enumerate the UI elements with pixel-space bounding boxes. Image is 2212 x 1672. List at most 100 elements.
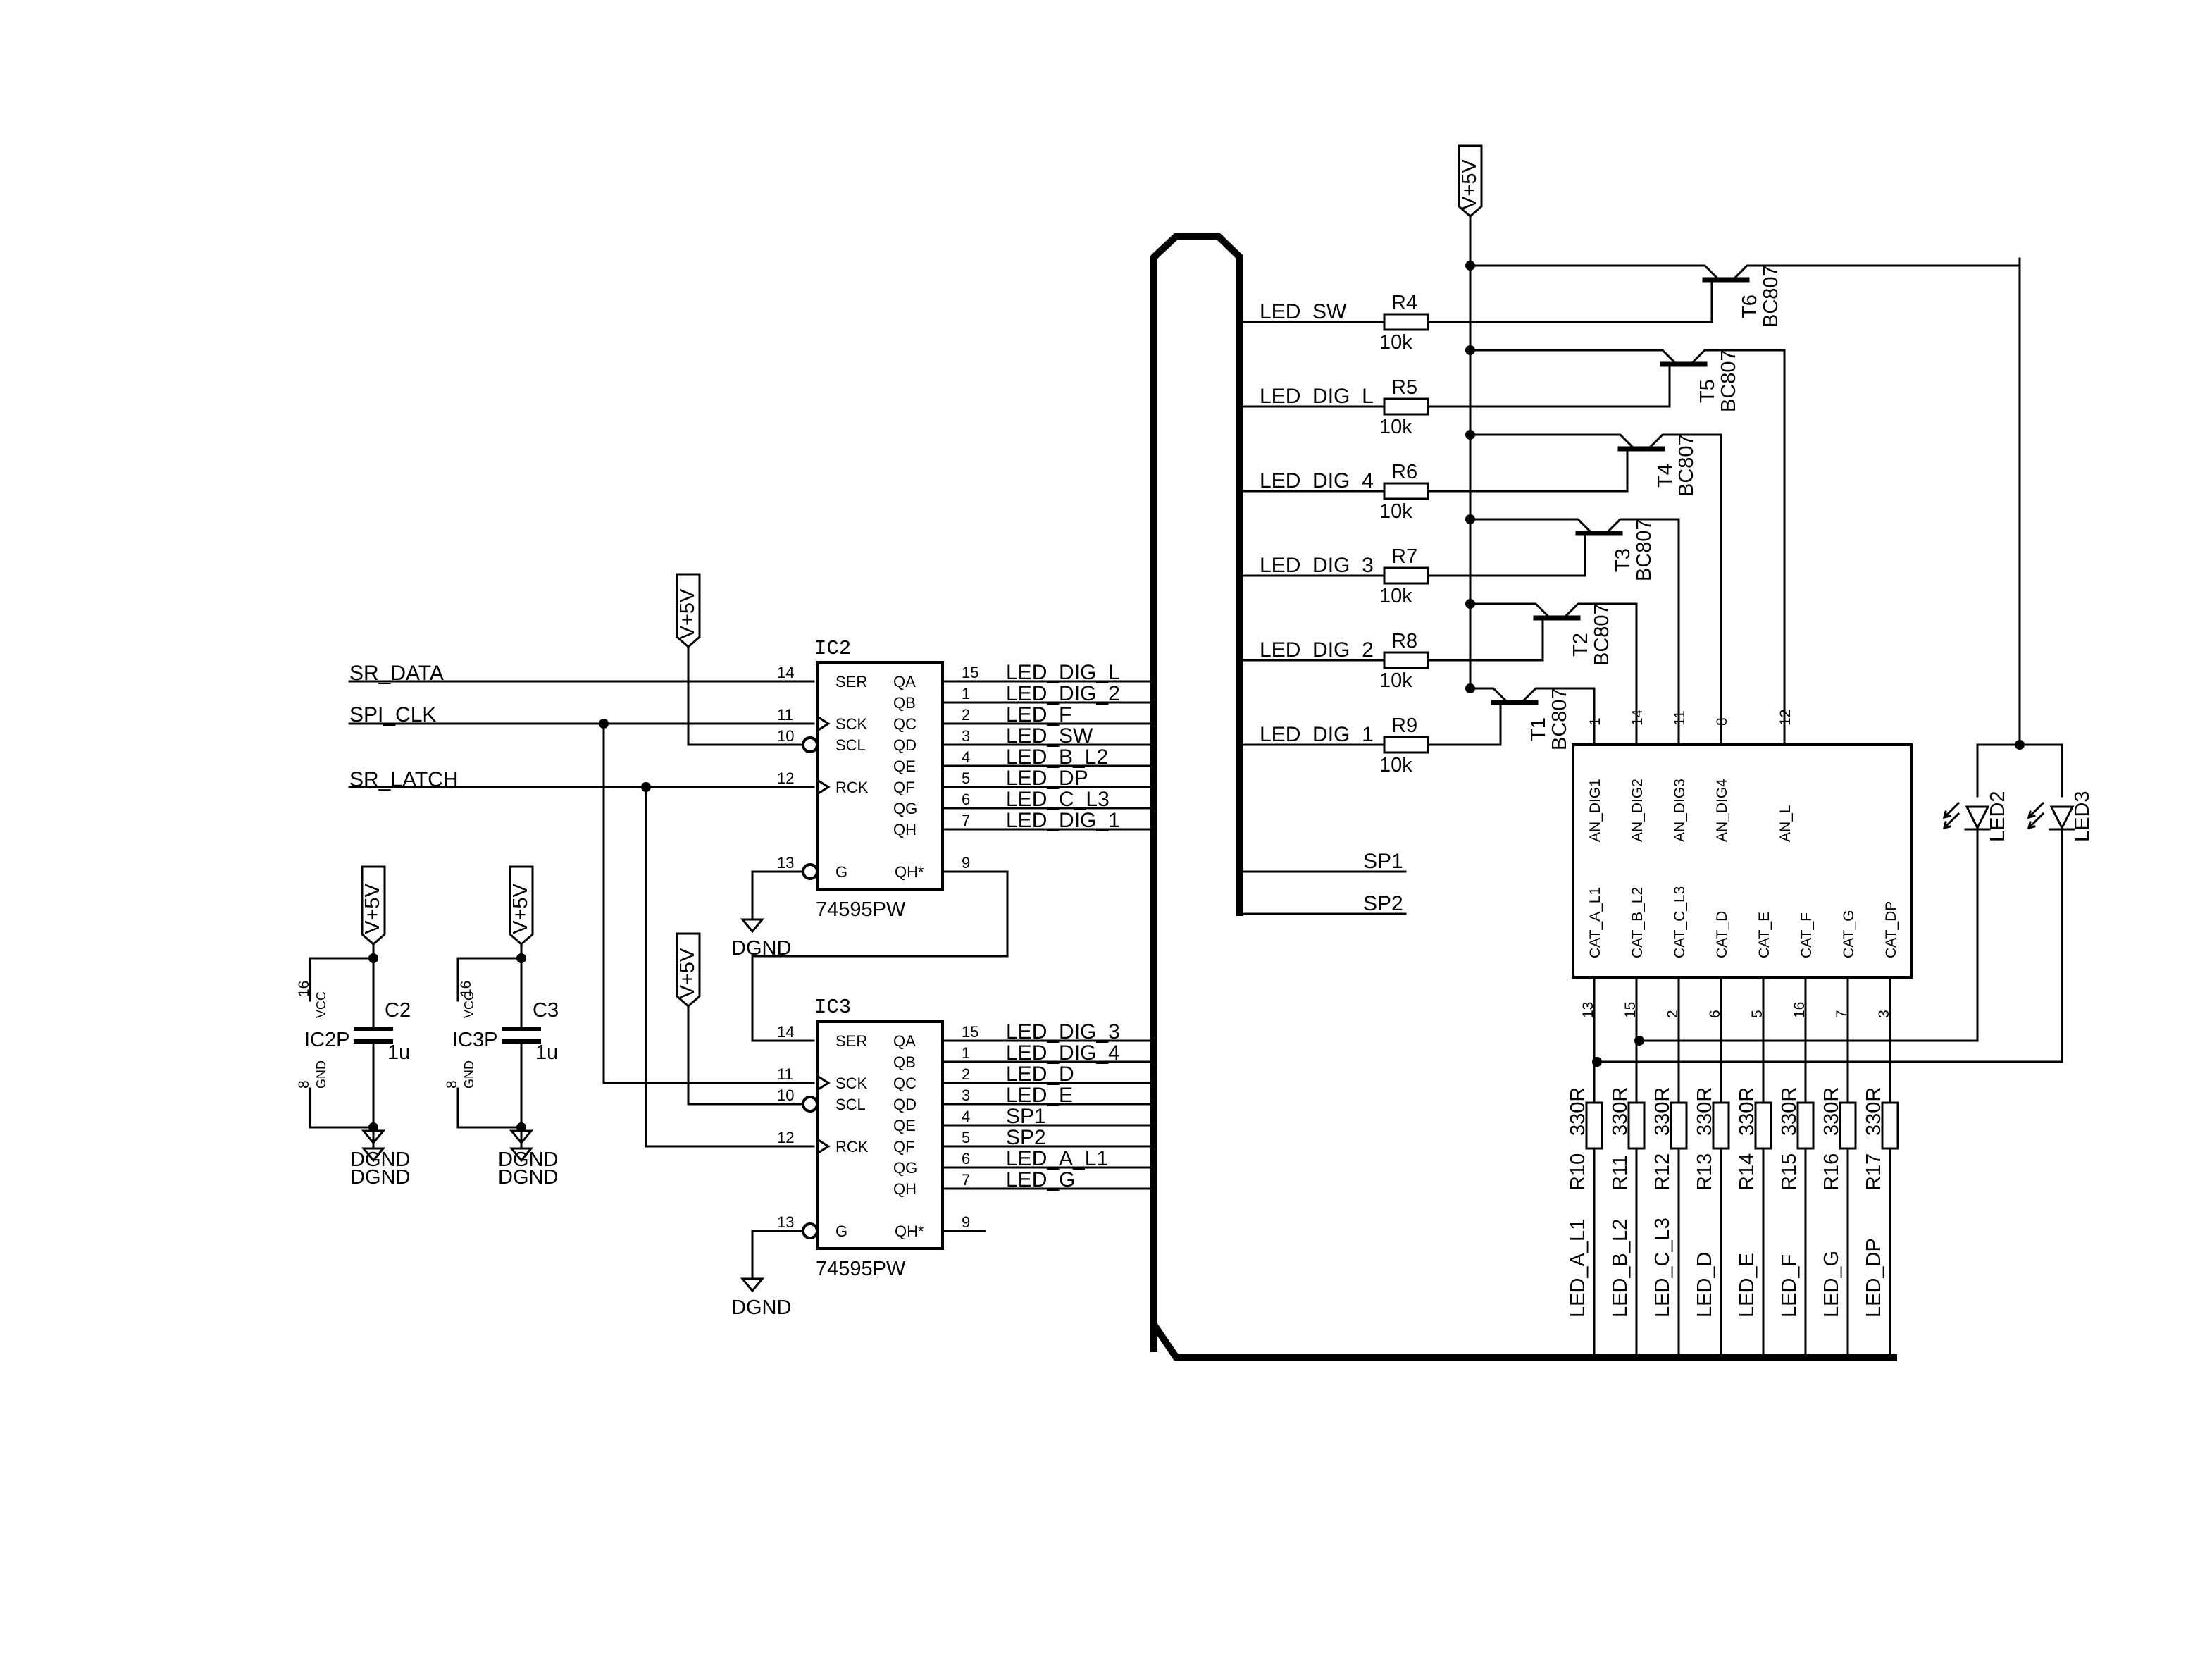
ground-symbol	[509, 1144, 534, 1163]
inversion-bubble	[802, 1096, 819, 1113]
ground-symbol	[740, 915, 765, 934]
vcc-power-flag	[676, 932, 701, 1008]
net-label-sp1: SP1	[1363, 850, 1403, 873]
pin-number: 6	[962, 791, 970, 808]
pin-number: 6	[1707, 1010, 1723, 1018]
signal-bus	[1150, 233, 1897, 1361]
pin-name: QH*	[895, 863, 924, 881]
light-emission-icon	[1942, 801, 1961, 819]
pin-name: AN_L	[1777, 805, 1794, 842]
ic2-ref: IC2	[814, 637, 851, 660]
net-label: LED_DP	[1863, 1238, 1885, 1318]
ic3-body	[816, 1020, 944, 1250]
vcc-power-flag	[361, 865, 386, 946]
segment-resistor	[1585, 1101, 1603, 1150]
transistor-ref: T1	[1527, 717, 1550, 741]
capacitor	[354, 1027, 393, 1044]
pin-number: 3	[962, 1086, 970, 1104]
pin-number: 16	[1791, 1002, 1808, 1018]
pin-name: QF	[893, 779, 915, 796]
net-label: LED_DIG_3	[1006, 1020, 1120, 1044]
pin-name: VCC	[314, 991, 328, 1018]
transistor-part: BC807	[1548, 688, 1571, 750]
net-label: LED_DIG_2	[1260, 638, 1374, 662]
net-label: LED_DP	[1006, 767, 1088, 790]
input-nets: SR_DATA SPI_CLK SR_LATCH	[348, 662, 815, 1148]
pin-name: CAT_F	[1798, 912, 1815, 958]
resistor-value: 10k	[1379, 331, 1412, 354]
net-label: LED_D	[1694, 1252, 1716, 1318]
pin-name: QG	[893, 1159, 917, 1177]
ground-symbol	[361, 1144, 386, 1163]
transistor-part: BC807	[1633, 519, 1655, 581]
pin-name: QB	[893, 1053, 916, 1071]
capacitor-ref: C3	[533, 999, 559, 1022]
net-label: LED_A_L1	[1567, 1219, 1589, 1318]
segment-resistor	[1839, 1101, 1857, 1150]
indicator-leds: LED2 LED3	[1592, 257, 2094, 1067]
net-label: LED_G	[1006, 1168, 1075, 1191]
transistor-ref: T5	[1696, 379, 1719, 403]
pin-number: 4	[962, 1108, 970, 1125]
inversion-bubble	[802, 736, 819, 753]
capacitor-ref: C2	[385, 999, 411, 1022]
segment-resistors: 330RR10LED_A_L1330RR11LED_B_L2330RR12LED…	[1567, 976, 1899, 1359]
resistor-value: 330R	[1863, 1087, 1885, 1136]
transistor-ref: T4	[1654, 464, 1677, 488]
pin-name: CAT_A_L1	[1587, 887, 1603, 958]
base-resistor	[1383, 566, 1429, 585]
segment-resistor	[1712, 1101, 1730, 1150]
ic2-body	[816, 661, 944, 891]
pin-name: CAT_C_L3	[1672, 886, 1688, 958]
base-resistor	[1383, 651, 1429, 669]
net-label: LED_SW	[1260, 300, 1347, 323]
net-label: LED_C_L3	[1006, 788, 1110, 811]
ic3-ref: IC3	[814, 996, 851, 1019]
vcc-label: V+5V	[676, 948, 699, 998]
pin-number: 5	[962, 1129, 970, 1146]
resistor-ref: R16	[1820, 1153, 1843, 1191]
net-label: LED_DIG_L	[1260, 385, 1374, 408]
pin-name: CAT_E	[1756, 912, 1772, 958]
pin-name: QD	[893, 736, 917, 754]
net-label: LED_DIG_2	[1006, 682, 1120, 705]
pin-name: G	[835, 1222, 847, 1240]
net-label: LED_DIG_4	[1006, 1041, 1120, 1065]
pin-number: 8	[1714, 717, 1730, 726]
resistor-ref: R14	[1736, 1153, 1758, 1191]
pin-name: GND	[462, 1060, 476, 1089]
pin-name: QB	[893, 694, 916, 712]
net-label: LED_B_L2	[1006, 745, 1108, 769]
pin-number: 3	[962, 727, 970, 745]
pin-number: 11	[777, 706, 793, 724]
pin-name: SCL	[835, 1096, 866, 1113]
pin-number: 7	[962, 812, 970, 829]
segment-resistor	[1627, 1101, 1646, 1150]
vcc-label: V+5V	[676, 588, 699, 639]
resistor-value: 10k	[1379, 500, 1412, 523]
resistor-value: 10k	[1379, 585, 1412, 607]
pin-number: 6	[962, 1150, 970, 1168]
pin-number: 11	[777, 1065, 793, 1083]
display-body	[1572, 743, 1913, 979]
net-label: LED_DIG_L	[1006, 661, 1120, 684]
base-resistor	[1383, 313, 1429, 331]
resistor-value: 330R	[1820, 1087, 1843, 1136]
pin-name: SCK	[835, 1075, 868, 1092]
pin-number: 15	[1622, 1002, 1639, 1018]
resistor-value: 330R	[1736, 1087, 1758, 1136]
transistor-part: BC807	[1760, 265, 1782, 328]
pin-name: QC	[893, 715, 917, 733]
resistor-value: 10k	[1379, 754, 1412, 776]
resistor-value: 330R	[1567, 1087, 1589, 1136]
pin-number: 15	[962, 664, 978, 681]
segment-resistor	[1796, 1101, 1815, 1150]
pin-number: 16	[296, 981, 312, 997]
clock-marker	[815, 1074, 831, 1092]
pin-number: 2	[962, 706, 970, 724]
pin-number: 10	[777, 1086, 794, 1104]
pin-name: QA	[893, 673, 916, 691]
